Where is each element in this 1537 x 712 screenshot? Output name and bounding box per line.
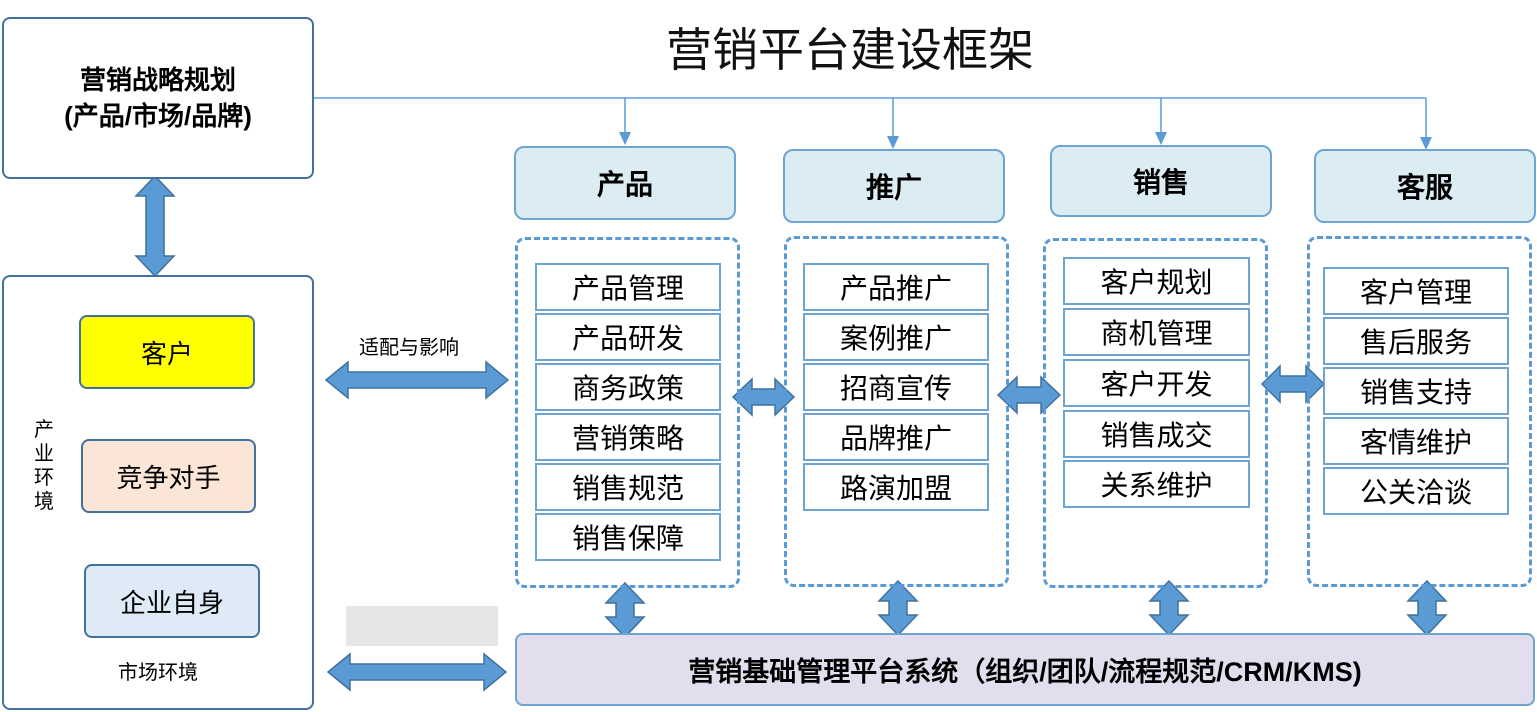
service-item: 销售支持 xyxy=(1323,367,1509,415)
column-header-sales: 销售 xyxy=(1050,145,1272,217)
promotion-item: 产品推广 xyxy=(803,263,989,311)
market-environment-label: 市场环境 xyxy=(118,662,198,684)
product-item: 商务政策 xyxy=(535,363,721,411)
product-item: 营销策略 xyxy=(535,413,721,461)
strategy-title: 营销战略规划 xyxy=(79,65,236,95)
double-arrow-strategy-env xyxy=(134,174,176,278)
gray-placeholder xyxy=(346,606,498,646)
industry-label-char: 产 xyxy=(34,419,54,441)
double-arrow-col1-platform xyxy=(604,581,646,639)
strategy-subtitle: (产品/市场/品牌) xyxy=(64,101,252,131)
double-arrow-col2-platform xyxy=(877,579,919,637)
promotion-item: 案例推广 xyxy=(803,313,989,361)
marketing-platform-bar: 营销基础管理平台系统（组织/团队/流程规范/CRM/KMS) xyxy=(515,633,1535,706)
product-item: 销售规范 xyxy=(535,463,721,511)
env-self: 企业自身 xyxy=(84,564,260,638)
industry-label-char: 环 xyxy=(34,467,54,489)
column-promotion-group xyxy=(784,236,1009,587)
promotion-item: 品牌推广 xyxy=(803,413,989,461)
double-arrow-platform-env xyxy=(326,652,508,692)
product-item: 产品管理 xyxy=(535,263,721,311)
service-item: 公关洽谈 xyxy=(1323,467,1509,515)
column-service-group xyxy=(1307,236,1532,587)
adapt-influence-label: 适配与影响 xyxy=(359,337,459,359)
env-competitor: 竞争对手 xyxy=(81,439,256,513)
service-item: 售后服务 xyxy=(1323,317,1509,365)
sales-item: 商机管理 xyxy=(1063,308,1250,356)
column-header-service: 客服 xyxy=(1314,149,1536,223)
service-item: 客情维护 xyxy=(1323,417,1509,465)
promotion-item: 路演加盟 xyxy=(803,463,989,511)
promotion-item: 招商宣传 xyxy=(803,363,989,411)
service-item: 客户管理 xyxy=(1323,267,1509,315)
double-arrow-adapt xyxy=(324,360,510,400)
column-header-product: 产品 xyxy=(514,146,736,220)
double-arrow-col3-platform xyxy=(1148,579,1190,637)
sales-item: 关系维护 xyxy=(1063,460,1250,508)
sales-item: 客户开发 xyxy=(1063,359,1250,407)
column-product-group xyxy=(515,237,740,588)
strategy-connector-lines xyxy=(314,97,1427,147)
product-item: 产品研发 xyxy=(535,313,721,361)
industry-label-char: 境 xyxy=(34,491,54,513)
env-customer: 客户 xyxy=(79,315,255,389)
column-header-promotion: 推广 xyxy=(783,149,1005,223)
double-arrow-col1-col2 xyxy=(731,377,796,417)
sales-item: 销售成交 xyxy=(1063,410,1250,458)
strategy-box: 营销战略规划 (产品/市场/品牌) xyxy=(2,17,314,179)
industry-environment-label: 产 业 环 境 xyxy=(32,418,56,514)
double-arrow-col4-platform xyxy=(1406,579,1448,637)
industry-label-char: 业 xyxy=(34,443,54,465)
product-item: 销售保障 xyxy=(535,513,721,561)
sales-item: 客户规划 xyxy=(1063,257,1250,305)
column-sales-group xyxy=(1043,238,1268,588)
diagram-title: 营销平台建设框架 xyxy=(666,24,1034,76)
